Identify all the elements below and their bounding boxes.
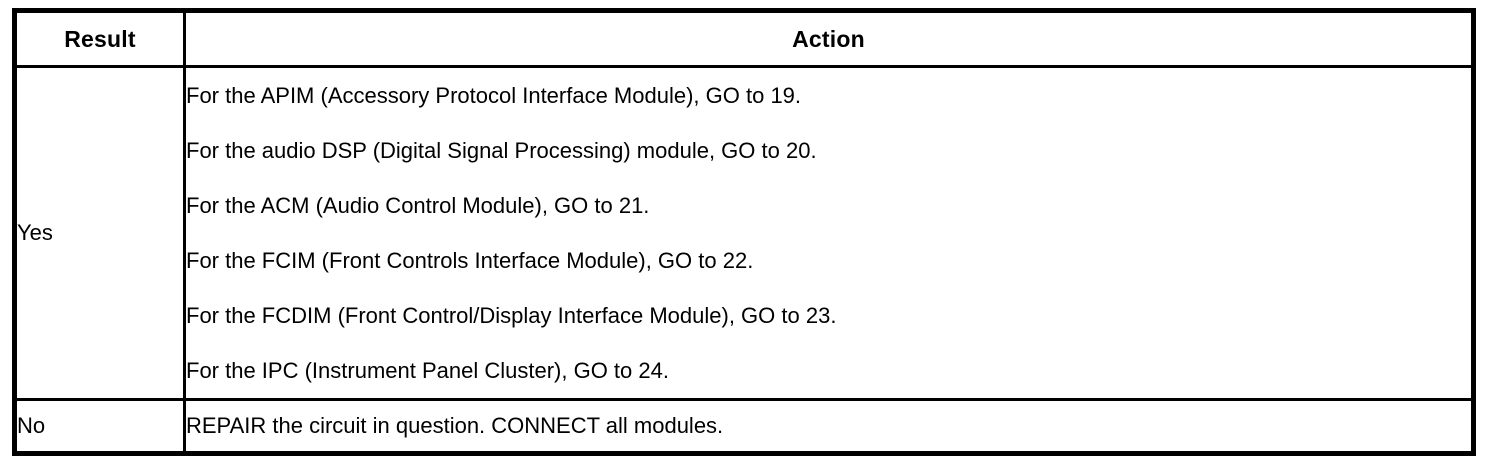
action-line-acm: For the ACM (Audio Control Module), GO t… <box>186 193 650 218</box>
column-header-action: Action <box>183 9 1475 68</box>
table-row-yes: Yes For the APIM (Accessory Protocol Int… <box>13 65 1475 401</box>
result-value-no: No <box>13 398 186 455</box>
action-line-repair-circuit: REPAIR the circuit in question. CONNECT … <box>186 413 724 438</box>
action-line-ipc: For the IPC (Instrument Panel Cluster), … <box>186 358 669 383</box>
table-header: Result Action <box>13 9 1475 68</box>
action-cell-no: REPAIR the circuit in question. CONNECT … <box>183 398 1475 455</box>
column-header-result: Result <box>13 9 186 68</box>
action-line-audio-dsp: For the audio DSP (Digital Signal Proces… <box>186 138 817 163</box>
table-body: Yes For the APIM (Accessory Protocol Int… <box>13 65 1475 455</box>
action-line-apim: For the APIM (Accessory Protocol Interfa… <box>186 83 802 108</box>
action-line-fcim: For the FCIM (Front Controls Interface M… <box>186 248 754 273</box>
result-value-yes: Yes <box>13 65 186 401</box>
action-cell-yes: For the APIM (Accessory Protocol Interfa… <box>183 65 1475 401</box>
action-line-fcdim: For the FCDIM (Front Control/Display Int… <box>186 303 837 328</box>
table-row-no: No REPAIR the circuit in question. CONNE… <box>13 398 1475 455</box>
action-line-list: For the APIM (Accessory Protocol Interfa… <box>186 68 1471 398</box>
result-action-table: Result Action Yes For the APIM (Accessor… <box>12 8 1476 456</box>
table-header-row: Result Action <box>13 9 1475 68</box>
